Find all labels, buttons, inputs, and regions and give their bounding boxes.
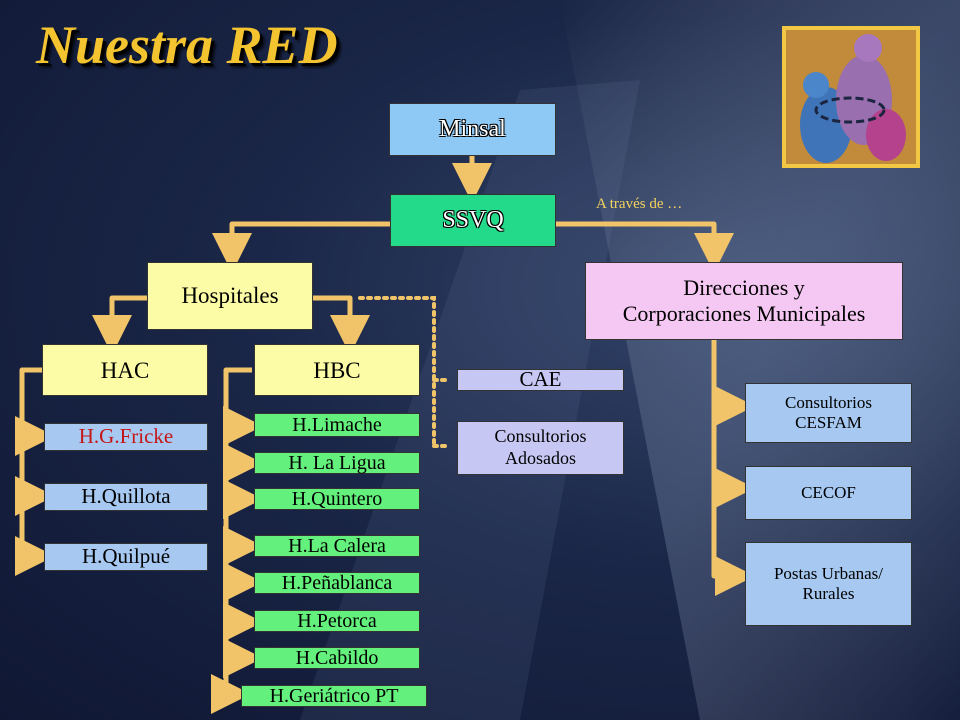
node-ssvq: SSVQ <box>390 194 556 247</box>
people-network-icon <box>786 30 916 164</box>
hbc-item-la-ligua: H. La Ligua <box>254 452 420 474</box>
hac-item-fricke: H.G.Fricke <box>44 423 208 451</box>
hac-item-quilpue: H.Quilpué <box>44 543 208 571</box>
node-consultorios-adosados: Consultorios Adosados <box>457 421 624 475</box>
node-hac: HAC <box>42 344 208 396</box>
hbc-item-quintero: H.Quintero <box>254 488 420 510</box>
node-minsal: Minsal <box>389 103 556 156</box>
municipal-item-cecof: CECOF <box>745 466 912 520</box>
hbc-item-petorca: H.Petorca <box>254 610 420 632</box>
logo-image <box>782 26 920 168</box>
node-cae: CAE <box>457 367 624 391</box>
hbc-item-penablanca: H.Peñablanca <box>254 572 420 594</box>
hbc-item-geriatrico: H.Geriátrico PT <box>241 685 427 707</box>
hac-item-quillota: H.Quillota <box>44 483 208 511</box>
node-hbc: HBC <box>254 344 420 396</box>
node-direcciones: Direcciones y Corporaciones Municipales <box>585 262 903 340</box>
via-label: A través de … <box>596 196 683 212</box>
hbc-item-cabildo: H.Cabildo <box>254 647 420 669</box>
page-title: Nuestra RED <box>36 15 338 75</box>
node-hospitales: Hospitales <box>147 262 313 330</box>
hbc-item-limache: H.Limache <box>254 413 420 437</box>
municipal-item-postas: Postas Urbanas/ Rurales <box>745 542 912 626</box>
municipal-item-cesfam: Consultorios CESFAM <box>745 383 912 443</box>
hbc-item-la-calera: H.La Calera <box>254 535 420 557</box>
